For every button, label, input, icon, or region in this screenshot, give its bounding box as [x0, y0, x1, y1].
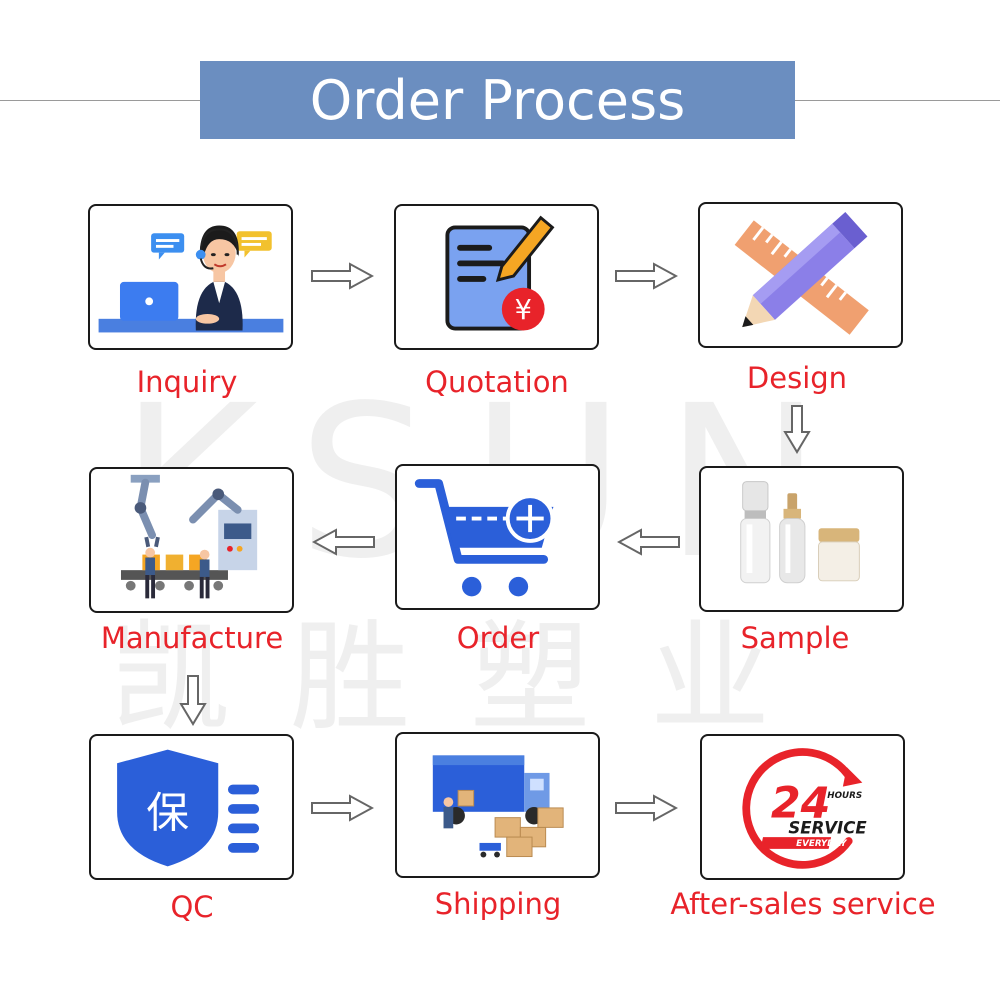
step-card-quotation: ¥ [394, 204, 599, 350]
title-rule-left [0, 100, 200, 101]
step-label-order: Order [456, 621, 540, 655]
step-card-order [395, 464, 600, 610]
page-title: Order Process [200, 61, 795, 139]
step-card-qc: 保 [89, 734, 294, 880]
step-card-sample [699, 466, 904, 612]
step-label-sample: Sample [740, 621, 850, 655]
service-label: SERVICE [788, 818, 867, 837]
arrow-left-1 [312, 528, 375, 556]
qc-badge-text: 保 [146, 788, 189, 838]
arrow-right-3 [311, 794, 374, 822]
step-label-manufacture: Manufacture [100, 621, 284, 655]
everyday-label: EVERYDAY [796, 839, 848, 849]
step-label-qc: QC [170, 890, 214, 924]
arrow-right-1 [311, 262, 374, 290]
step-card-after-sales: 24 HOURS SERVICE EVERYDAY [700, 734, 905, 880]
step-card-design [698, 202, 903, 348]
shopping-cart-add-icon [414, 479, 555, 597]
delivery-truck-icon [432, 755, 564, 858]
arrow-left-2 [617, 528, 680, 556]
title-rule-right [795, 100, 1000, 101]
cosmetic-bottles-icon [740, 481, 860, 584]
service-hours-number: 24 [771, 779, 831, 829]
arrow-down-1 [783, 405, 811, 454]
arrow-right-2 [615, 262, 678, 290]
ruler-pencil-icon [734, 211, 869, 335]
step-card-shipping [395, 732, 600, 878]
quotation-document-icon: ¥ [445, 215, 555, 331]
arrow-down-2 [179, 675, 207, 726]
arrow-right-4 [615, 794, 678, 822]
robot-arm-factory-icon [120, 474, 258, 599]
step-card-inquiry [88, 204, 293, 350]
step-label-inquiry: Inquiry [136, 365, 238, 399]
step-label-quotation: Quotation [425, 365, 569, 399]
shield-quality-icon: 保 [117, 749, 260, 867]
24-hours-service-icon: 24 HOURS SERVICE EVERYDAY [742, 748, 867, 869]
step-label-design: Design [746, 361, 848, 395]
step-card-manufacture [89, 467, 294, 613]
step-label-shipping: Shipping [434, 887, 562, 921]
currency-symbol: ¥ [515, 295, 532, 326]
service-hours-label: HOURS [827, 791, 862, 801]
step-label-after-sales: After-sales service [670, 887, 936, 921]
customer-service-agent-icon [98, 225, 284, 333]
